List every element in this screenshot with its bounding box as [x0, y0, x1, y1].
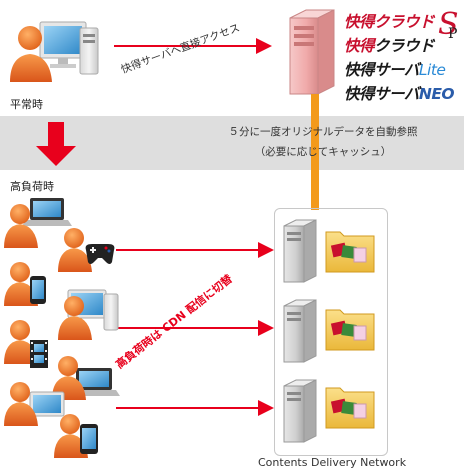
origin-server-icon	[289, 9, 335, 95]
normal-label: 平常時	[10, 98, 43, 111]
cdn-node-1	[283, 219, 375, 283]
user-phone-2	[54, 414, 98, 458]
gamepad-icon	[85, 244, 115, 264]
svg-text:S: S	[438, 7, 459, 42]
svg-text:P: P	[448, 26, 457, 42]
user-desktop-3	[4, 382, 65, 426]
person-icon	[10, 262, 30, 282]
brand-kaitoku-server-lite-logo: 快得サーバLite	[344, 58, 446, 80]
brand-kaitoku-server-neo-logo: 快得サーバNEO	[344, 82, 455, 104]
server-icon	[283, 379, 317, 443]
user-video	[4, 320, 48, 368]
user-phone-1	[4, 262, 46, 306]
user-desktop-2	[58, 289, 119, 340]
high-load-label: 高負荷時	[10, 180, 54, 193]
person-icon	[10, 26, 52, 82]
cdn-caption: Contents Delivery Network	[258, 456, 407, 469]
person-icon	[64, 296, 84, 316]
cdn-node-2	[283, 299, 375, 363]
brand-lead: 快得	[344, 37, 375, 55]
smartphone-icon	[30, 276, 46, 304]
brand-rest: クラウド	[374, 37, 435, 55]
brand-rest: サーバ	[374, 61, 419, 79]
person-icon	[10, 204, 30, 224]
sync-line-2: （必要に応じてキャッシュ）	[254, 146, 392, 158]
person-icon	[60, 414, 80, 434]
user-laptop-1	[4, 198, 72, 248]
folder-icon	[325, 309, 375, 351]
cdn-node-3	[283, 379, 375, 443]
person-icon	[10, 382, 30, 402]
folder-icon	[325, 387, 375, 429]
cdn-frame	[274, 208, 388, 456]
brand-rest: クラウド	[374, 13, 435, 31]
smartphone-icon	[80, 424, 98, 454]
sync-band	[0, 116, 464, 170]
origin-cdn-link	[311, 94, 319, 210]
brand-kaitoku-cloud-logo: 快得クラウド	[344, 10, 435, 32]
brand-suffix: Lite	[418, 61, 446, 79]
user-gamepad	[58, 228, 115, 272]
person-icon	[64, 228, 84, 248]
brand-suffix: NEO	[418, 85, 455, 103]
person-icon	[10, 320, 30, 340]
desktop-pc-icon	[39, 21, 99, 75]
brand-lead: 快得	[344, 85, 375, 103]
server-icon	[283, 219, 317, 283]
folder-icon	[325, 231, 375, 273]
sync-line-1: ５分に一度オリジナルデータを自動参照	[228, 126, 418, 138]
brand-kaitoku-cloud-logo-2: 快得クラウド	[344, 34, 435, 56]
normal-user-group	[10, 21, 99, 82]
server-icon	[283, 299, 317, 363]
film-icon	[30, 340, 48, 368]
down-arrow-icon	[36, 122, 76, 166]
person-icon	[58, 356, 78, 376]
brand-rest: サーバ	[374, 85, 419, 103]
brand-lead: 快得	[344, 13, 375, 31]
brand-lead: 快得	[344, 61, 375, 79]
